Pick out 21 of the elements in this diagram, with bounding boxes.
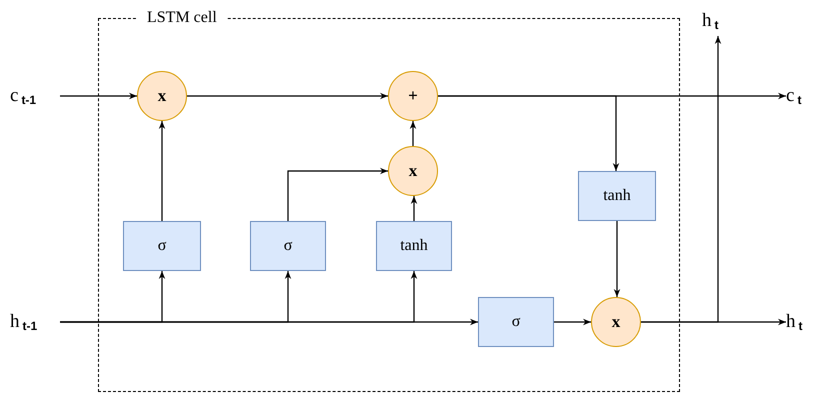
arrow [410, 196, 418, 221]
arrow [554, 318, 591, 326]
arrow [641, 36, 722, 323]
signal-label: h$_{t-1}$ [10, 310, 38, 335]
arrow [287, 168, 388, 221]
signal-label: c$_{t}$ [786, 84, 802, 109]
gate-box: tanh [376, 221, 452, 271]
signal-label: h$_{t}$ [786, 310, 802, 335]
arrow [158, 121, 166, 221]
gate-box: σ [478, 297, 554, 347]
gate-box: tanh [578, 171, 656, 221]
arrow [187, 92, 388, 100]
arrow [614, 221, 620, 297]
arrow [60, 318, 478, 326]
signal-label: c$_{t-1}$ [10, 84, 36, 109]
arrow [60, 92, 137, 100]
gate-box: σ [123, 221, 201, 271]
arrow [410, 121, 416, 146]
gate-box: σ [250, 221, 326, 271]
signal-label: h$_{t}$ [702, 8, 718, 34]
arrow [438, 95, 620, 171]
